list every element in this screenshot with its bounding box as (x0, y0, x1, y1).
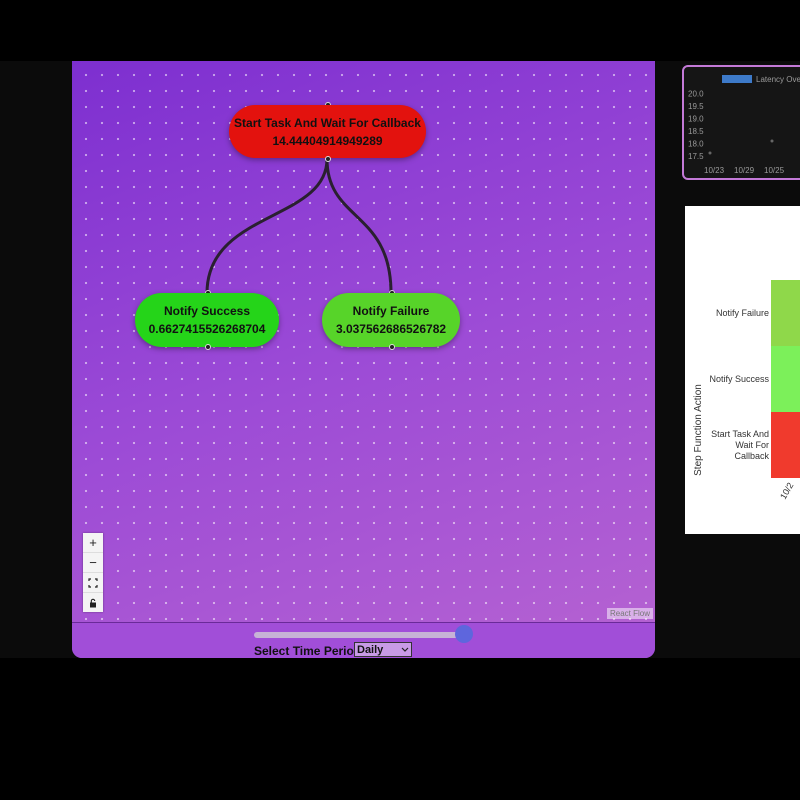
node-start-task[interactable]: Start Task And Wait For Callback 14.4440… (229, 105, 426, 158)
time-slider-thumb[interactable] (455, 625, 473, 643)
flow-edges (205, 158, 393, 294)
time-period-select[interactable]: Daily (354, 642, 412, 657)
node-notify-success[interactable]: Notify Success 0.6627415526268704 (135, 293, 279, 347)
chevron-down-icon (401, 647, 409, 652)
x-tick-label: 10/25 (764, 166, 785, 175)
node-title: Notify Failure (352, 304, 430, 318)
node-handle[interactable] (205, 344, 211, 350)
y-tick-label: 17.5 (688, 152, 704, 161)
heatmap-row-label: Callback (734, 451, 769, 461)
node-handle[interactable] (325, 156, 331, 162)
flow-controls: + − (83, 533, 103, 612)
bottom-area (0, 658, 800, 800)
x-tick-label: 10/29 (734, 166, 755, 175)
flow-panel: Start Task And Wait For Callback 14.4440… (72, 61, 655, 658)
edge-start-failure (325, 158, 393, 294)
node-handle[interactable] (389, 344, 395, 350)
heatmap-row-label: Wait For (735, 440, 769, 450)
fit-view-icon (88, 577, 98, 588)
lock-icon (90, 598, 96, 607)
x-tick-label: 10/23 (704, 166, 725, 175)
y-tick-label: 19.0 (688, 115, 704, 124)
node-value: 3.037562686526782 (335, 322, 447, 336)
node-title: Notify Success (163, 304, 251, 318)
heatmap-y-axis-label: Step Function Action (693, 384, 704, 476)
y-tick-label: 18.0 (688, 140, 704, 149)
latency-chart-panel: Latency Ove 17.5 18.0 18.5 19.0 19.5 20.0 10/… (682, 65, 800, 180)
heatmap-row-label: Notify Failure (716, 308, 769, 318)
heatmap-row-label: Start Task And (711, 429, 769, 439)
top-bar (0, 0, 800, 61)
node-value: 0.6627415526268704 (148, 322, 266, 336)
heatmap-cell (771, 346, 800, 412)
legend-swatch (722, 75, 752, 83)
edge-start-success (205, 158, 329, 294)
heatmap-cell (771, 412, 800, 478)
time-period-bar: Select Time Period Daily (72, 622, 655, 658)
react-flow-attribution[interactable]: React Flow (606, 608, 653, 619)
y-tick-label: 18.5 (688, 127, 704, 136)
time-period-label: Select Time Period (254, 644, 362, 658)
legend-label: Latency Ove (756, 75, 800, 84)
zoom-out-button[interactable]: − (83, 553, 103, 573)
y-tick-label: 20.0 (688, 90, 704, 99)
latency-chart: Latency Ove 17.5 18.0 18.5 19.0 19.5 20.0 10/… (688, 75, 800, 175)
node-title: Start Task And Wait For Callback (234, 115, 421, 130)
minus-icon: − (89, 555, 97, 570)
fit-view-button[interactable] (83, 573, 103, 593)
node-notify-failure[interactable]: Notify Failure 3.037562686526782 (322, 293, 460, 347)
data-point (708, 151, 712, 155)
flow-canvas[interactable]: Start Task And Wait For Callback 14.4440… (72, 61, 655, 622)
lock-button[interactable] (83, 593, 103, 612)
selected-period: Daily (357, 643, 384, 656)
heatmap-chart: Step Function Action Notify FailureNotif… (693, 280, 800, 501)
zoom-in-button[interactable]: + (83, 533, 103, 553)
y-tick-label: 19.5 (688, 102, 704, 111)
node-value: 14.44404914949289 (272, 133, 383, 148)
time-slider-track[interactable] (254, 632, 464, 638)
data-point (770, 139, 774, 143)
heatmap-cell (771, 280, 800, 346)
plus-icon: + (89, 535, 97, 550)
heatmap-row-label: Notify Success (709, 374, 769, 384)
x-tick-label: 10/2 (778, 481, 795, 501)
